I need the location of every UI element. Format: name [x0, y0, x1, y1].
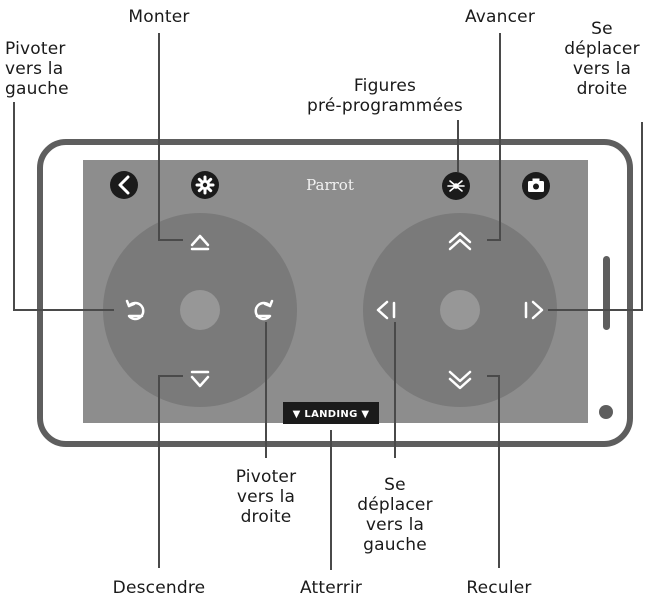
backward-icon[interactable]: [448, 370, 472, 390]
phone-home-dot: [599, 405, 613, 419]
label-reculer: Reculer: [466, 578, 532, 598]
callout-se-deplacer-droite: [548, 122, 643, 311]
landing-label: ▼ LANDING ▼: [293, 409, 370, 420]
callout-reculer: [487, 375, 500, 568]
landing-button[interactable]: ▼ LANDING ▼: [283, 402, 379, 424]
rotate-left-icon[interactable]: [125, 299, 145, 321]
callout-pivoter-gauche: [13, 102, 114, 311]
label-pivoter-gauche: Pivoter vers la gauche: [5, 39, 69, 99]
label-descendre: Descendre: [112, 578, 206, 598]
label-monter: Monter: [128, 7, 190, 27]
callout-lines: [13, 33, 643, 570]
label-se-deplacer-droite: Se déplacer vers la droite: [564, 19, 640, 99]
phone-side-button: [603, 256, 610, 330]
right-joystick-knob[interactable]: [440, 290, 480, 330]
callout-descendre: [158, 375, 183, 568]
back-button[interactable]: [110, 171, 138, 199]
chevron-left-icon: [118, 175, 130, 195]
settings-button[interactable]: [191, 171, 219, 199]
up-icon[interactable]: [190, 234, 210, 251]
down-icon[interactable]: [190, 370, 210, 388]
label-pivoter-droite: Pivoter vers la droite: [235, 467, 297, 527]
label-atterrir: Atterrir: [299, 578, 363, 598]
left-joystick-knob[interactable]: [180, 290, 220, 330]
figures-button[interactable]: [442, 172, 470, 200]
callout-monter: [158, 33, 183, 241]
brand-logo: Parrot: [306, 176, 354, 194]
label-se-deplacer-gauche: Se déplacer vers la gauche: [357, 475, 433, 555]
strafe-right-icon[interactable]: [524, 300, 544, 320]
label-avancer: Avancer: [464, 7, 536, 27]
camera-button[interactable]: [522, 172, 550, 200]
strafe-left-icon[interactable]: [376, 300, 396, 320]
rotate-right-icon[interactable]: [254, 299, 274, 321]
camera-icon: [528, 178, 544, 192]
forward-icon[interactable]: [448, 231, 472, 251]
callout-avancer: [487, 33, 501, 241]
gear-icon: [195, 175, 215, 195]
acrobatics-icon: [447, 180, 465, 192]
label-figures: Figures pré-programmées: [307, 76, 463, 116]
